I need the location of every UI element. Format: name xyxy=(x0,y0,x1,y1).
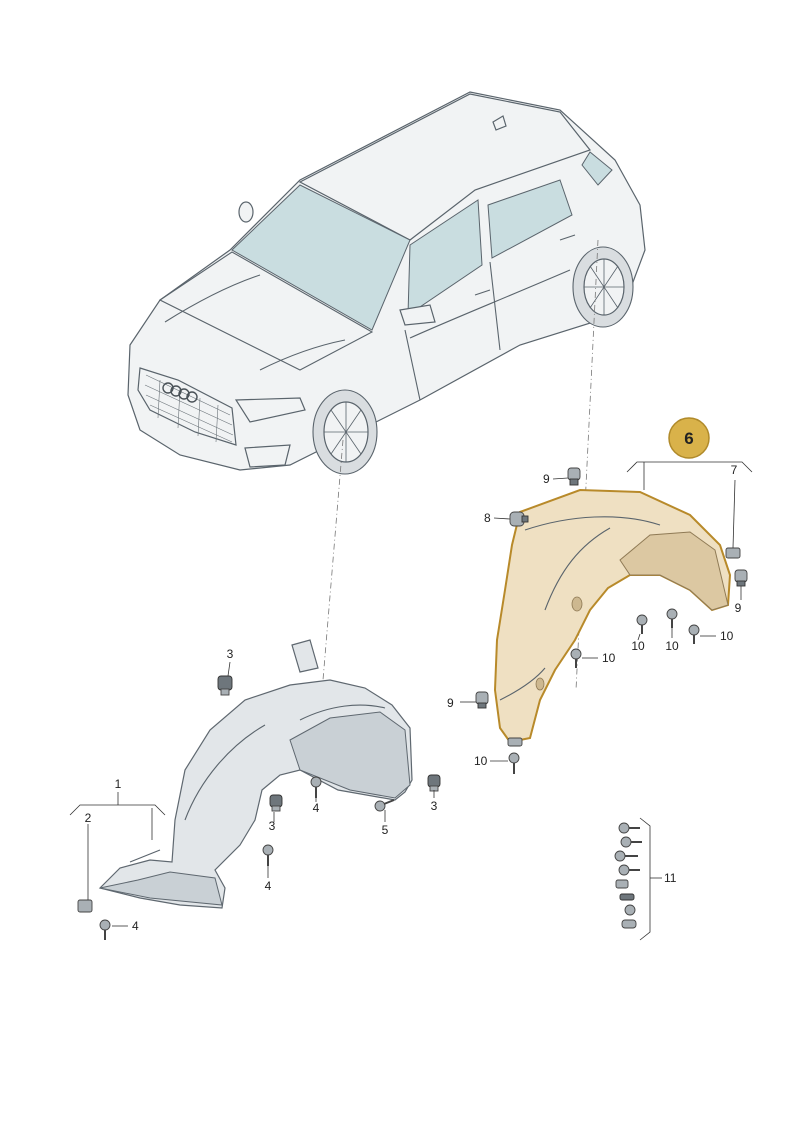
callout-10c[interactable]: 10 xyxy=(720,629,734,643)
callout-9a[interactable]: 9 xyxy=(543,472,550,486)
callout-6: 6 xyxy=(684,429,693,448)
fasteners xyxy=(77,467,748,940)
callout-4b[interactable]: 4 xyxy=(265,879,272,893)
clip-3b-icon xyxy=(269,794,283,812)
clip-3c-icon xyxy=(427,774,441,792)
callout-labels: 1 2 3 3 3 4 4 4 5 7 8 9 9 9 10 10 10 10 … xyxy=(85,463,742,933)
screw-10d-icon xyxy=(570,648,582,668)
clip-10e-icon xyxy=(507,737,523,747)
callout-badge-6[interactable]: 6 xyxy=(668,417,710,459)
screw-4b-icon xyxy=(262,844,274,866)
callout-9c[interactable]: 9 xyxy=(447,696,454,710)
callout-3a[interactable]: 3 xyxy=(227,647,234,661)
callout-10a[interactable]: 10 xyxy=(631,639,645,653)
car-illustration xyxy=(127,91,646,475)
clip-9b-icon xyxy=(734,569,748,587)
screw-4a-icon xyxy=(310,776,322,798)
clip-7-icon xyxy=(725,547,741,559)
clip-3a-icon xyxy=(217,675,233,696)
callout-4a[interactable]: 4 xyxy=(313,801,320,815)
callout-3b[interactable]: 3 xyxy=(269,819,276,833)
callout-3c[interactable]: 3 xyxy=(431,799,438,813)
screw-10f-icon xyxy=(508,752,520,774)
fastener-kit-11-icon xyxy=(614,822,642,929)
audi-logo xyxy=(162,382,198,403)
callout-10b[interactable]: 10 xyxy=(665,639,679,653)
clip-9a-icon xyxy=(567,467,581,486)
rear-wheel-housing-liner-highlighted xyxy=(493,488,732,744)
leader-lines xyxy=(69,461,753,941)
screw-10c-icon xyxy=(688,624,700,644)
front-wheel-housing-liner xyxy=(98,639,413,909)
callout-8[interactable]: 8 xyxy=(484,511,491,525)
nut-2-icon xyxy=(77,899,93,913)
callout-9b[interactable]: 9 xyxy=(735,601,742,615)
screw-10b-icon xyxy=(666,608,678,628)
front-rim-spokes xyxy=(324,402,368,462)
screw-4c-icon xyxy=(99,919,111,940)
callout-7[interactable]: 7 xyxy=(731,463,738,477)
clip-9c-icon xyxy=(475,691,489,709)
screw-10a-icon xyxy=(636,614,648,634)
callout-4c[interactable]: 4 xyxy=(132,919,139,933)
callout-1[interactable]: 1 xyxy=(115,777,122,791)
callout-10d[interactable]: 10 xyxy=(602,651,616,665)
projection-lines xyxy=(322,239,599,691)
callout-11[interactable]: 11 xyxy=(664,871,677,885)
callout-5[interactable]: 5 xyxy=(382,823,389,837)
screw-5-icon xyxy=(374,799,395,812)
callout-2[interactable]: 2 xyxy=(85,811,92,825)
callout-10f[interactable]: 10 xyxy=(474,754,488,768)
